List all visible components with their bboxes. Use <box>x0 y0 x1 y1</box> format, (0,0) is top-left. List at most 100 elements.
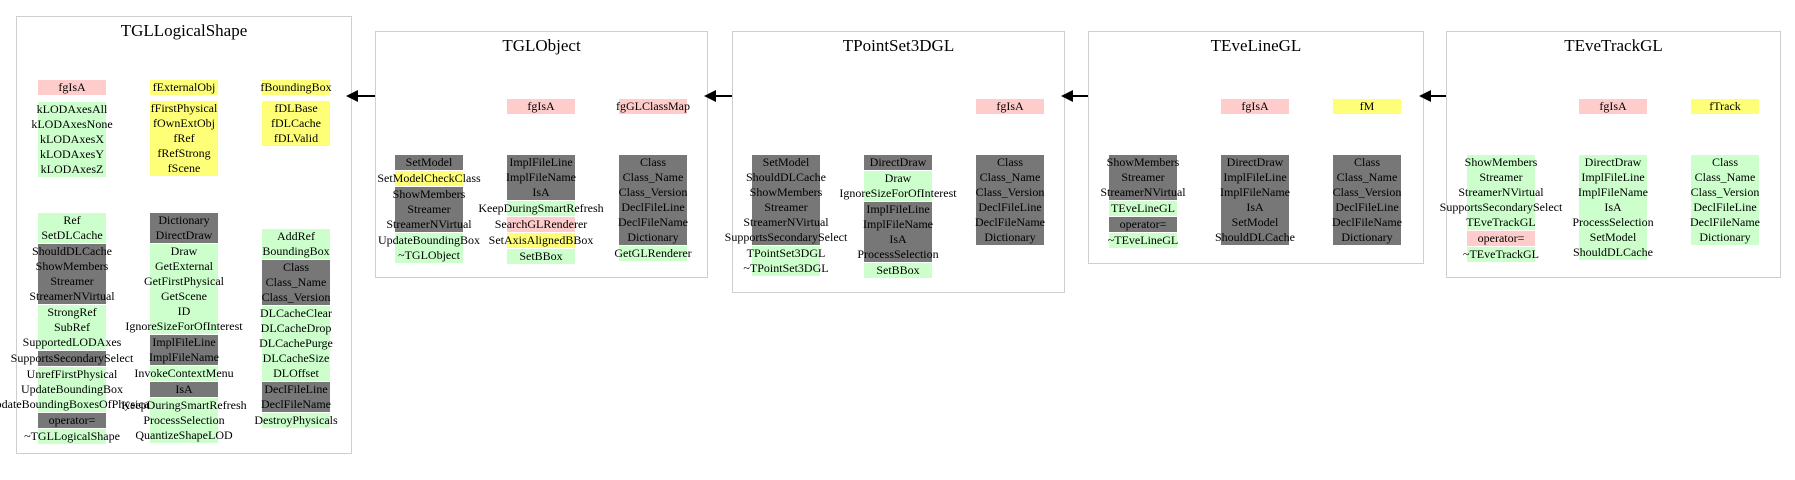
member-label: DestroyPhysicals <box>254 413 338 427</box>
method: SetModelCheckClass <box>377 170 481 186</box>
member-label: StreamerNVirtual <box>386 217 472 231</box>
method: DeclFileName <box>1332 215 1402 230</box>
method: SupportedLODAxes <box>23 335 121 350</box>
member-label: fgIsA <box>58 80 86 94</box>
member-label: DeclFileName <box>618 215 688 229</box>
access-color-swatch <box>262 116 330 131</box>
access-color-swatch <box>262 290 330 305</box>
access-color-swatch <box>752 185 820 200</box>
method: ProcessSelection <box>143 413 225 428</box>
access-color-swatch <box>1467 231 1535 246</box>
access-color-swatch <box>619 99 687 114</box>
inheritance-arrow <box>704 90 732 102</box>
method: Class_Name <box>1333 170 1401 185</box>
member-label: DirectDraw <box>869 155 927 169</box>
member-label: GetFirstPhysical <box>144 274 224 288</box>
member-label: Class_Name <box>1336 170 1398 184</box>
member-label: Dictionary <box>1699 230 1751 244</box>
method: UpdateBoundingBox <box>21 382 123 397</box>
access-color-swatch <box>150 259 218 274</box>
method: SetDLCache <box>38 228 106 243</box>
method: SetModel <box>1221 215 1289 230</box>
access-color-swatch <box>1579 200 1647 215</box>
access-color-swatch <box>619 215 687 230</box>
arrowhead-icon <box>1419 90 1431 102</box>
method: StreamerNVirtual <box>1458 185 1544 200</box>
access-color-swatch <box>38 382 106 397</box>
method: ImplFileName <box>149 350 219 365</box>
access-color-swatch <box>38 102 106 117</box>
member-label: IgnoreSizeForOfInterest <box>839 186 957 200</box>
access-color-swatch <box>1691 200 1759 215</box>
member-label: ImplFileLine <box>509 155 573 169</box>
data-member: fOwnExtObj <box>150 116 218 131</box>
access-color-swatch <box>150 335 218 350</box>
member-label: fM <box>1359 99 1375 113</box>
access-color-swatch <box>1579 215 1647 230</box>
access-color-swatch <box>262 351 330 366</box>
method: ShouldDLCache <box>1573 245 1653 260</box>
access-color-swatch <box>38 289 106 304</box>
member-label: fgIsA <box>1241 99 1269 113</box>
member-label: Streamer <box>1121 170 1165 184</box>
access-color-swatch <box>619 155 687 170</box>
access-color-swatch <box>262 336 330 351</box>
members-column: fgIsA <box>507 99 575 114</box>
members-column: fgIsA <box>1221 99 1289 114</box>
data-member: fDLCache <box>262 116 330 131</box>
member-label: Class_Version <box>1332 185 1402 199</box>
method: Class_Name <box>619 170 687 185</box>
member-label: SupportedLODAxes <box>22 335 122 349</box>
member-label: ImplFileLine <box>1581 170 1645 184</box>
data-member: kLODAxesNone <box>31 117 113 132</box>
method: UpdateBoundingBox <box>378 232 480 248</box>
method: KeepDuringSmartRefresh <box>478 200 604 216</box>
method: AddRef <box>262 229 330 244</box>
method: Dictionary <box>1691 230 1759 245</box>
member-label: Dictionary <box>627 230 679 244</box>
method: Class_Version <box>619 185 687 200</box>
access-color-swatch <box>752 230 820 245</box>
member-label: IsA <box>532 185 550 199</box>
method: GetFirstPhysical <box>144 274 224 289</box>
member-label: Class_Name <box>1694 170 1756 184</box>
access-color-swatch <box>262 131 330 146</box>
method: ShowMembers <box>36 259 108 274</box>
method: Dictionary <box>976 230 1044 245</box>
access-color-swatch <box>395 171 463 186</box>
member-label: fOwnExtObj <box>153 116 215 130</box>
method: operator= <box>38 412 106 428</box>
method: SetBBox <box>864 262 932 278</box>
method: DestroyPhysicals <box>254 412 338 428</box>
access-color-swatch <box>262 101 330 116</box>
member-label: SetModelCheckClass <box>377 171 481 185</box>
method: DirectDraw <box>150 228 218 243</box>
access-color-swatch <box>1467 200 1535 215</box>
access-color-swatch <box>262 275 330 290</box>
member-label: ShowMembers <box>392 187 466 201</box>
method: Dictionary <box>1333 230 1401 245</box>
arrowhead-icon <box>704 90 716 102</box>
method: SetAxisAlignedBBox <box>489 232 593 248</box>
member-label: Class_Name <box>622 170 684 184</box>
access-color-swatch <box>1579 170 1647 185</box>
access-color-swatch <box>864 202 932 217</box>
access-color-swatch <box>507 249 575 264</box>
method: DLCacheClear <box>260 305 332 321</box>
method: QuantizeShapeLOD <box>135 428 233 443</box>
member-label: Dictionary <box>158 213 210 227</box>
member-label: Dictionary <box>984 230 1036 244</box>
access-color-swatch <box>1691 230 1759 245</box>
method: Class_Version <box>262 290 330 305</box>
member-label: DeclFileName <box>261 397 331 411</box>
member-label: kLODAxesAll <box>36 102 108 116</box>
method: StrongRef <box>38 304 106 320</box>
member-label: DirectDraw <box>155 228 213 242</box>
member-label: TPointSet3DGL <box>746 246 826 260</box>
method: UnrefFirstPhysical <box>27 366 117 382</box>
